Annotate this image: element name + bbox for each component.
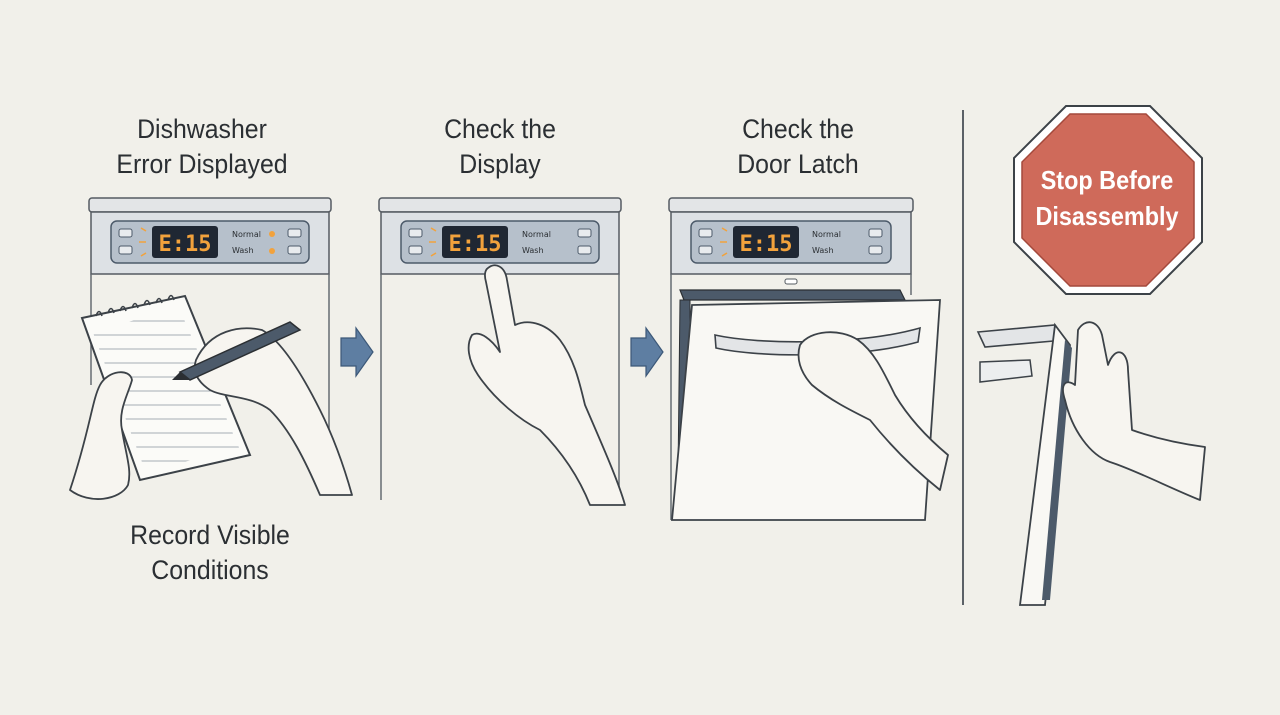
right-arrow-icon (630, 326, 664, 378)
stop-sign-icon (1013, 105, 1203, 295)
stop-sign-line2: Disassembly (1035, 201, 1179, 231)
step1-caption: Record Visible Conditions (100, 518, 321, 588)
hand-icon (1062, 321, 1206, 501)
right-arrow-icon (340, 326, 374, 378)
dishwasher-2: E:15 Normal Wash (378, 197, 622, 500)
label-top-2: Normal (522, 230, 551, 239)
hand-icon (467, 264, 626, 506)
step3-title-line1: Check the (742, 114, 854, 144)
label-bottom-3: Wash (812, 246, 834, 255)
hand-icon (797, 331, 949, 491)
error-code-display-3: E:15 (740, 232, 793, 257)
notepad-icon (80, 294, 252, 482)
stop-sign-text: Stop Before Disassembly (1023, 162, 1190, 234)
step2-title-line2: Display (459, 149, 541, 179)
label-bottom-2: Wash (522, 246, 544, 255)
door-edge (976, 322, 1072, 606)
step1-title-line1: Dishwasher (137, 114, 267, 144)
step2-title-line1: Check the (444, 114, 556, 144)
label-bottom-1: Wash (232, 246, 254, 255)
step1-title: Dishwasher Error Displayed (92, 112, 313, 182)
step1-caption-line2: Conditions (151, 555, 269, 585)
label-top-1: Normal (232, 230, 261, 239)
pen-icon (172, 321, 302, 381)
step3-title: Check the Door Latch (688, 112, 909, 182)
hand-icon (69, 327, 353, 500)
error-code-display-2: E:15 (449, 232, 502, 257)
stop-sign-line1: Stop Before (1040, 165, 1174, 195)
step1-title-line2: Error Displayed (116, 149, 288, 179)
step1-caption-line1: Record Visible (130, 520, 290, 550)
step2-title: Check the Display (390, 112, 611, 182)
error-code-display-1: E:15 (159, 232, 212, 257)
step3-title-line2: Door Latch (737, 149, 859, 179)
dishwasher-1: E:15 Normal Wash (88, 197, 332, 440)
label-top-3: Normal (812, 230, 841, 239)
